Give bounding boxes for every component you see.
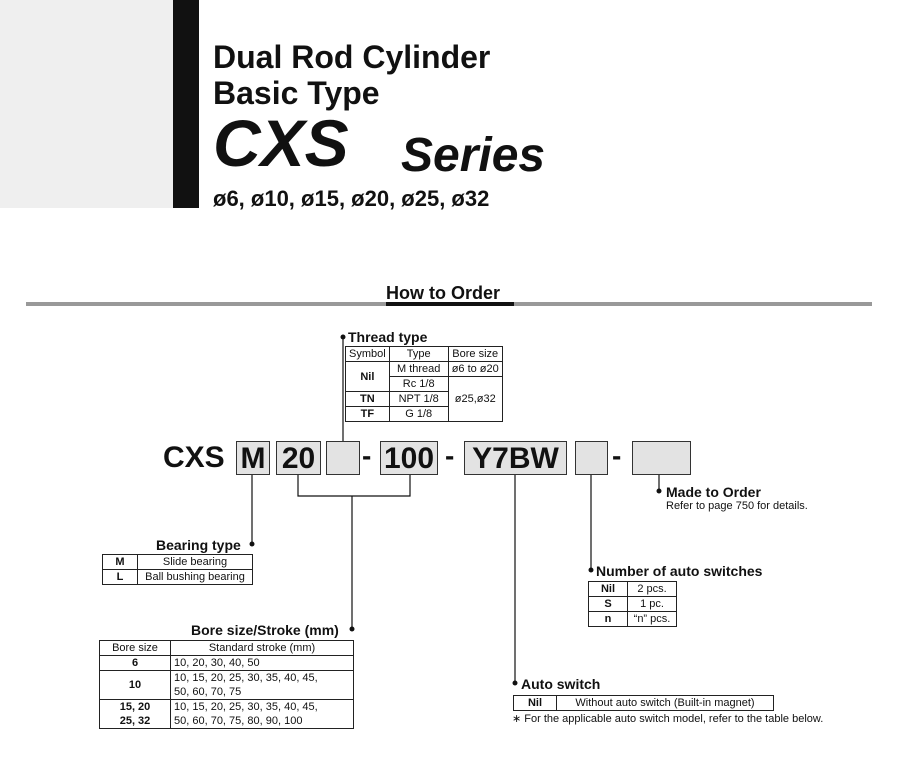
thread-type-table: Symbol Type Bore size Nil M thread ø6 to… xyxy=(345,346,503,422)
code-box-stroke: 100 xyxy=(380,441,438,475)
code-box-made-to-order xyxy=(632,441,691,475)
bearing-symbol-l: L xyxy=(102,569,138,585)
auto-switch-note: ∗ For the applicable auto switch model, … xyxy=(512,713,824,725)
bore-row-10-stroke-line1: 10, 15, 20, 25, 30, 35, 40, 45, xyxy=(174,672,318,684)
bore-stroke-table: Bore size Standard stroke (mm) 6 10, 20,… xyxy=(99,640,354,729)
code-box-switch-count xyxy=(575,441,608,475)
code-box-bearing: M xyxy=(236,441,270,475)
thread-symbol-tn: TN xyxy=(345,391,390,407)
made-to-order-note: Refer to page 750 for details. xyxy=(666,500,808,512)
code-dash-3: - xyxy=(612,440,622,471)
switch-count-desc-1: 1 pc. xyxy=(627,596,677,612)
bore-header-size: Bore size xyxy=(99,640,171,656)
bore-row-large-stroke: 10, 15, 20, 25, 30, 35, 40, 45, 50, 60, … xyxy=(170,699,354,729)
auto-switch-symbol-nil: Nil xyxy=(513,695,557,711)
switch-count-desc-n: “n” pcs. xyxy=(627,611,677,627)
thread-symbol-nil: Nil xyxy=(345,361,390,392)
bearing-desc-ball: Ball bushing bearing xyxy=(137,569,253,585)
thread-symbol-tf: TF xyxy=(345,406,390,422)
bearing-type-table: M Slide bearing L Ball bushing bearing xyxy=(102,554,253,585)
bearing-type-title: Bearing type xyxy=(156,537,241,553)
bore-row-6-stroke: 10, 20, 30, 40, 50 xyxy=(170,655,354,671)
switch-count-symbol-n: n xyxy=(588,611,628,627)
section-title: How to Order xyxy=(386,283,501,303)
code-box-switch: Y7BW xyxy=(464,441,567,475)
code-box-thread xyxy=(326,441,360,475)
bore-sizes: ø6, ø10, ø15, ø20, ø25, ø32 xyxy=(213,186,490,211)
bore-row-large-size-line2: 25, 32 xyxy=(119,715,151,727)
header-black-bar xyxy=(173,0,199,208)
bore-row-large-size-line1: 15, 20 xyxy=(119,701,151,713)
bore-stroke-title: Bore size/Stroke (mm) xyxy=(191,622,339,638)
series-word: Series xyxy=(401,129,546,182)
switch-count-symbol-nil: Nil xyxy=(588,581,628,597)
title-line-1: Dual Rod Cylinder xyxy=(213,39,491,75)
auto-switch-table: Nil Without auto switch (Built-in magnet… xyxy=(513,695,774,711)
order-prefix: CXS xyxy=(163,441,225,474)
switch-count-title: Number of auto switches xyxy=(596,563,763,579)
thread-bore-large: ø25,ø32 xyxy=(447,376,503,422)
thread-type-npt: NPT 1/8 xyxy=(388,391,449,407)
switch-count-desc-2: 2 pcs. xyxy=(627,581,677,597)
auto-switch-desc: Without auto switch (Built-in magnet) xyxy=(556,695,774,711)
bore-row-10-stroke: 10, 15, 20, 25, 30, 35, 40, 45, 50, 60, … xyxy=(170,670,354,700)
bore-row-large-size: 15, 20 25, 32 xyxy=(99,699,171,729)
thread-type-m: M thread xyxy=(388,361,449,377)
thread-type-rc: Rc 1/8 xyxy=(388,376,449,392)
thread-header-symbol: Symbol xyxy=(345,346,390,362)
thread-header-bore: Bore size xyxy=(447,346,503,362)
bore-row-10-stroke-line2: 50, 60, 70, 75 xyxy=(174,686,242,698)
code-box-bore: 20 xyxy=(276,441,321,475)
thread-header-type: Type xyxy=(388,346,449,362)
bearing-desc-slide: Slide bearing xyxy=(137,554,253,570)
code-dash-1: - xyxy=(362,440,372,471)
section-title-underline xyxy=(386,302,514,306)
header-gray-panel xyxy=(0,0,173,208)
bore-row-6-size: 6 xyxy=(99,655,171,671)
thread-type-title: Thread type xyxy=(348,329,428,345)
code-dash-2: - xyxy=(445,440,455,471)
bore-row-large-stroke-line1: 10, 15, 20, 25, 30, 35, 40, 45, xyxy=(174,701,318,713)
made-to-order-title: Made to Order xyxy=(666,484,761,500)
bearing-symbol-m: M xyxy=(102,554,138,570)
title-line-2: Basic Type xyxy=(213,75,380,111)
bore-row-large-stroke-line2: 50, 60, 70, 75, 80, 90, 100 xyxy=(174,715,303,727)
bore-header-stroke: Standard stroke (mm) xyxy=(170,640,354,656)
series-code: CXS xyxy=(213,106,349,180)
thread-type-g: G 1/8 xyxy=(388,406,449,422)
switch-count-symbol-s: S xyxy=(588,596,628,612)
thread-bore-small: ø6 to ø20 xyxy=(447,361,503,377)
auto-switch-title: Auto switch xyxy=(521,676,601,692)
switch-count-table: Nil 2 pcs. S 1 pc. n “n” pcs. xyxy=(588,581,677,627)
bore-row-10-size: 10 xyxy=(99,670,171,700)
